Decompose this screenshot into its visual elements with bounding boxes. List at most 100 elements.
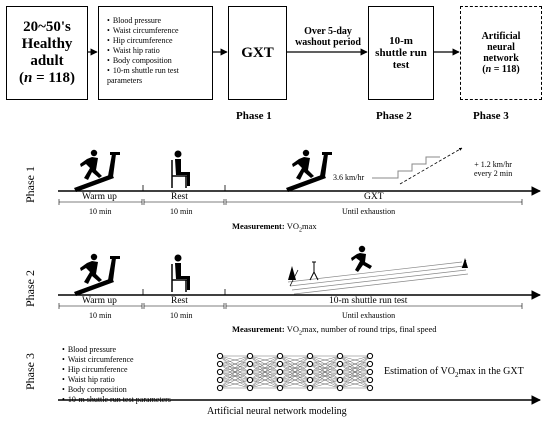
nn-node: [246, 360, 254, 368]
variable-item: Hip circumference: [107, 36, 206, 46]
nn-connection: [339, 371, 371, 389]
subjects-n: (n = 118): [18, 70, 76, 86]
nn-connection: [219, 363, 251, 389]
start-speed-label: 3.6 km/hr: [333, 173, 365, 182]
nn-node: [246, 352, 254, 360]
phase2-duration-shuttle: Until exhaustion: [342, 311, 396, 320]
phase2-segment-shuttle: 10-m shuttle run test: [329, 296, 408, 306]
variables-list: Blood pressure Waist circumference Hip c…: [107, 16, 206, 86]
phase1-duration-gxt: Until exhaustion: [342, 207, 396, 216]
phase1-measurement: Measurement: VO2max: [232, 221, 317, 234]
nn-node: [216, 384, 224, 392]
nn-connection: [249, 363, 281, 389]
nn-connection: [249, 371, 281, 389]
variables-box: Blood pressure Waist circumference Hip c…: [98, 6, 213, 100]
duration-bracket: [58, 199, 143, 205]
nn-connection: [339, 379, 371, 389]
nn-node: [336, 384, 344, 392]
nn-connection: [309, 355, 341, 381]
phase1-segment-rest: Rest: [171, 192, 188, 202]
nn-connection: [309, 355, 341, 365]
nn-node: [306, 360, 314, 368]
nn-connection: [309, 379, 341, 389]
variable-item: Hip circumference: [62, 365, 171, 375]
modeling-label: Artificial neural network modeling: [207, 406, 347, 417]
phase3-label: Phase 3: [473, 110, 509, 122]
duration-bracket: [143, 199, 225, 205]
nn-connection: [279, 379, 311, 389]
variable-item: Blood pressure: [107, 16, 206, 26]
washout-label: Over 5-day washout period: [295, 26, 361, 48]
estimation-label: Estimation of VO2max in the GXT: [384, 366, 524, 379]
phase2-measurement: Measurement: VO2max, number of round tri…: [232, 324, 437, 337]
nn-connection: [339, 355, 371, 389]
subjects-box: 20~50's Healthy adult (n = 118): [6, 6, 88, 100]
shuttle-box: 10-m shuttle run test: [368, 6, 434, 100]
nn-connection: [309, 363, 341, 389]
treadmill-runner-icon: [74, 149, 120, 192]
gxt-treadmill-icon: [286, 149, 332, 192]
nn-connection: [249, 355, 281, 373]
nn-node: [336, 376, 344, 384]
variable-item: 10-m shuttle run test parameters: [107, 66, 206, 86]
duration-bracket: [58, 303, 143, 309]
nn-node: [306, 384, 314, 392]
variable-item: Waist hip ratio: [62, 375, 171, 385]
nn-node: [276, 368, 284, 376]
nn-node: [366, 376, 374, 384]
variable-item: Waist circumference: [62, 355, 171, 365]
phase1-segment-warmup: Warm up: [82, 192, 117, 202]
nn-connection: [279, 363, 311, 389]
nn-connection: [219, 355, 251, 381]
nn-node: [216, 360, 224, 368]
ann-n: (n = 118): [482, 64, 520, 75]
duration-bracket: [143, 303, 225, 309]
phase3-variables-list: Blood pressure Waist circumference Hip c…: [62, 345, 171, 405]
nn-connection: [249, 355, 281, 365]
nn-node: [366, 368, 374, 376]
gxt-label: GXT: [241, 44, 274, 61]
runner-icon: [351, 245, 372, 272]
phase2-side-label: Phase 2: [23, 270, 37, 307]
nn-connection: [219, 355, 251, 373]
shuttle-course-icon: [287, 259, 469, 295]
nn-connection: [219, 371, 251, 389]
nn-node: [276, 376, 284, 384]
phase2-segment-warmup: Warm up: [82, 296, 117, 306]
nn-connection: [279, 355, 311, 373]
nn-connection: [309, 355, 341, 373]
nn-connection: [249, 355, 281, 381]
speed-step-line: [372, 156, 440, 179]
phase1-duration-rest: 10 min: [170, 207, 193, 216]
nn-node: [246, 368, 254, 376]
duration-bracket: [225, 303, 523, 309]
nn-connection: [339, 355, 371, 373]
nn-node: [366, 352, 374, 360]
ann-box: Artificial neural network (n = 118): [460, 6, 542, 100]
nn-connection: [339, 355, 371, 381]
nn-connection: [279, 371, 311, 389]
seated-person-icon: [171, 150, 190, 188]
tripod-icon: [309, 261, 319, 281]
nn-node: [216, 376, 224, 384]
nn-node: [216, 352, 224, 360]
variable-item: Waist circumference: [107, 26, 206, 36]
nn-node: [366, 384, 374, 392]
nn-node: [246, 384, 254, 392]
seated-person-icon: [171, 254, 190, 292]
phase1-duration-warmup: 10 min: [89, 207, 112, 216]
nn-connection: [219, 355, 251, 365]
nn-node: [306, 368, 314, 376]
nn-node: [306, 352, 314, 360]
cone-icon: [462, 258, 468, 268]
duration-bracket: [225, 199, 523, 205]
nn-node: [306, 376, 314, 384]
nn-node: [336, 368, 344, 376]
variable-item: Body composition: [62, 385, 171, 395]
subjects-line3: adult: [30, 53, 64, 69]
increment-label: + 1.2 km/hr every 2 min: [474, 160, 513, 178]
nn-connection: [279, 355, 311, 365]
nn-connection: [219, 379, 251, 389]
variable-item: Waist hip ratio: [107, 46, 206, 56]
nn-node: [246, 376, 254, 384]
